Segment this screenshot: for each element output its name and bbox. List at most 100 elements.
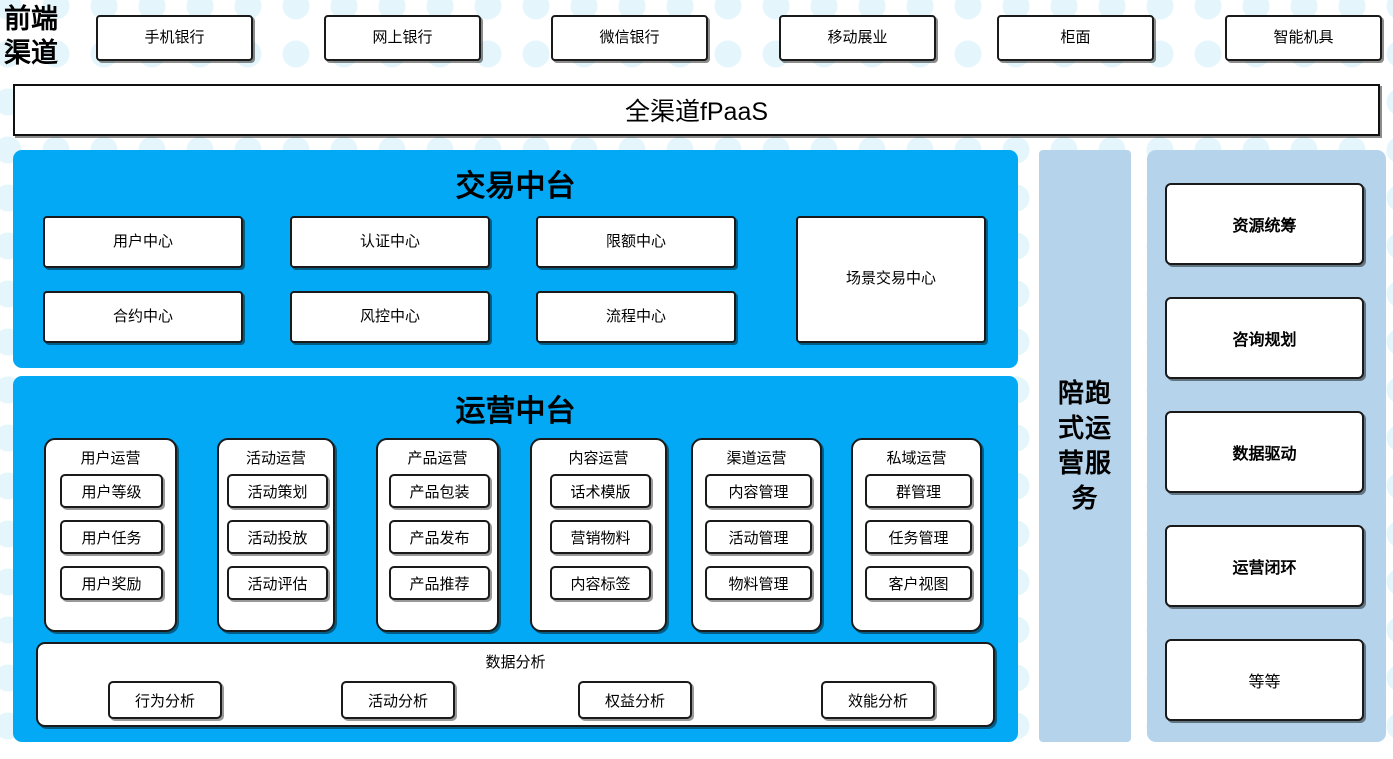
trade-module-label: 限额中心 — [605, 232, 666, 250]
ops-item-label: 营销物料 — [570, 529, 631, 547]
data-analysis-item-label: 效能分析 — [847, 692, 908, 710]
front-end-channel-label: 前端 渠道 — [4, 2, 82, 72]
service-label-line3: 营服 — [1057, 448, 1112, 478]
capability-card-label: 资源统筹 — [1232, 218, 1297, 235]
ops-item-label: 客户视图 — [888, 575, 949, 593]
capability-card-label: 等等 — [1248, 674, 1281, 691]
channel-chip-label: 柜面 — [1060, 28, 1091, 46]
trade-module-user-center[interactable]: 用户中心 — [43, 216, 243, 268]
data-analysis-item-rights[interactable]: 权益分析 — [578, 681, 692, 719]
ops-item-label: 活动投放 — [247, 529, 308, 547]
ops-item[interactable]: 内容标签 — [550, 566, 651, 600]
data-analysis-strip: 数据分析 行为分析 活动分析 权益分析 效能分析 — [36, 642, 995, 727]
ops-column-activity-operation: 活动运营 活动策划 活动投放 活动评估 — [217, 438, 335, 632]
ops-item[interactable]: 活动评估 — [227, 566, 328, 600]
trade-module-label: 流程中心 — [605, 307, 666, 325]
ops-item[interactable]: 营销物料 — [550, 520, 651, 554]
front-end-channel-label-line2: 渠道 — [4, 38, 58, 68]
ops-column-title: 产品运营 — [407, 450, 468, 467]
service-label-line4: 务 — [1071, 483, 1099, 513]
ops-item-label: 内容标签 — [570, 575, 631, 593]
ops-item[interactable]: 物料管理 — [705, 566, 812, 600]
trade-module-label: 用户中心 — [112, 232, 173, 250]
capability-card-etc[interactable]: 等等 — [1165, 639, 1364, 721]
ops-column-channel-operation: 渠道运营 内容管理 活动管理 物料管理 — [691, 438, 822, 632]
channel-chip-smart-machine[interactable]: 智能机具 — [1225, 15, 1382, 61]
capability-card-label: 咨询规划 — [1232, 332, 1297, 349]
ops-item[interactable]: 用户任务 — [60, 520, 163, 554]
ops-item[interactable]: 产品推荐 — [389, 566, 490, 600]
channel-chip-online-bank[interactable]: 网上银行 — [324, 15, 481, 61]
data-analysis-item-activity[interactable]: 活动分析 — [341, 681, 455, 719]
ops-item[interactable]: 客户视图 — [865, 566, 972, 600]
trade-module-label: 认证中心 — [359, 232, 420, 250]
ops-item-label: 用户奖励 — [81, 575, 142, 593]
capability-card-consulting-planning[interactable]: 咨询规划 — [1165, 297, 1364, 379]
trade-module-label: 风控中心 — [359, 307, 420, 325]
trade-module-risk-center[interactable]: 风控中心 — [290, 291, 490, 343]
trade-module-auth-center[interactable]: 认证中心 — [290, 216, 490, 268]
accompanying-operation-service-label: 陪跑 式运 营服 务 — [1048, 376, 1122, 516]
channel-chip-wechat-bank[interactable]: 微信银行 — [551, 15, 708, 61]
ops-column-title: 渠道运营 — [726, 450, 787, 467]
ops-item[interactable]: 话术模版 — [550, 474, 651, 508]
channel-chip-label: 智能机具 — [1273, 28, 1334, 46]
ops-item-label: 用户等级 — [81, 483, 142, 501]
ops-item[interactable]: 群管理 — [865, 474, 972, 508]
ops-item[interactable]: 任务管理 — [865, 520, 972, 554]
ops-item[interactable]: 用户等级 — [60, 474, 163, 508]
ops-column-content-operation: 内容运营 话术模版 营销物料 内容标签 — [530, 438, 667, 632]
ops-column-product-operation: 产品运营 产品包装 产品发布 产品推荐 — [376, 438, 499, 632]
ops-column-title: 用户运营 — [80, 450, 141, 467]
channel-chip-label: 手机银行 — [144, 28, 205, 46]
trade-module-limit-center[interactable]: 限额中心 — [536, 216, 736, 268]
ops-column-title: 活动运营 — [245, 450, 306, 467]
channel-chip-counter[interactable]: 柜面 — [997, 15, 1154, 61]
ops-item-label: 内容管理 — [728, 483, 789, 501]
data-analysis-item-label: 活动分析 — [367, 692, 428, 710]
ops-item-label: 产品发布 — [409, 529, 470, 547]
ops-item-label: 产品推荐 — [409, 575, 470, 593]
trade-module-label: 场景交易中心 — [845, 270, 936, 288]
ops-column-title: 内容运营 — [568, 450, 629, 467]
capability-card-operation-closed-loop[interactable]: 运营闭环 — [1165, 525, 1364, 607]
capability-card-label: 运营闭环 — [1232, 560, 1297, 577]
service-label-line1: 陪跑 — [1057, 378, 1112, 408]
ops-item[interactable]: 活动策划 — [227, 474, 328, 508]
ops-item[interactable]: 内容管理 — [705, 474, 812, 508]
ops-item-label: 群管理 — [895, 483, 941, 501]
trade-module-label: 合约中心 — [112, 307, 173, 325]
capability-panel: 资源统筹 咨询规划 数据驱动 运营闭环 等等 — [1147, 150, 1386, 742]
ops-column-private-domain-operation: 私域运营 群管理 任务管理 客户视图 — [851, 438, 982, 632]
ops-item[interactable]: 活动投放 — [227, 520, 328, 554]
channel-chip-label: 微信银行 — [599, 28, 660, 46]
channel-chip-label: 网上银行 — [372, 28, 433, 46]
ops-item-label: 话术模版 — [570, 483, 631, 501]
capability-card-resource-coordination[interactable]: 资源统筹 — [1165, 183, 1364, 265]
trade-center-panel: 交易中台 用户中心 认证中心 限额中心 合约中心 风控中心 流程中心 场景交易中… — [13, 150, 1018, 368]
data-analysis-item-label: 行为分析 — [134, 692, 195, 710]
trade-module-process-center[interactable]: 流程中心 — [536, 291, 736, 343]
channel-chip-mobile-business[interactable]: 移动展业 — [779, 15, 936, 61]
service-label-line2: 式运 — [1057, 413, 1112, 443]
data-analysis-item-behavior[interactable]: 行为分析 — [108, 681, 222, 719]
trade-module-contract-center[interactable]: 合约中心 — [43, 291, 243, 343]
ops-item[interactable]: 产品发布 — [389, 520, 490, 554]
data-analysis-item-label: 权益分析 — [604, 692, 665, 710]
ops-item[interactable]: 产品包装 — [389, 474, 490, 508]
ops-item-label: 物料管理 — [728, 575, 789, 593]
channel-chip-label: 移动展业 — [827, 28, 888, 46]
omnichannel-fpaas-label: 全渠道fPaaS — [624, 98, 769, 126]
capability-card-data-driven[interactable]: 数据驱动 — [1165, 411, 1364, 493]
channel-chip-mobile-bank[interactable]: 手机银行 — [96, 15, 253, 61]
ops-item-label: 用户任务 — [81, 529, 142, 547]
ops-item[interactable]: 用户奖励 — [60, 566, 163, 600]
data-analysis-item-efficiency[interactable]: 效能分析 — [821, 681, 935, 719]
ops-item-label: 产品包装 — [409, 483, 470, 501]
ops-item-label: 活动策划 — [247, 483, 308, 501]
ops-item[interactable]: 活动管理 — [705, 520, 812, 554]
trade-module-scene-trade-center[interactable]: 场景交易中心 — [796, 216, 986, 343]
front-end-channel-label-line1: 前端 — [4, 4, 58, 34]
omnichannel-fpaas-bar[interactable]: 全渠道fPaaS — [13, 84, 1380, 136]
